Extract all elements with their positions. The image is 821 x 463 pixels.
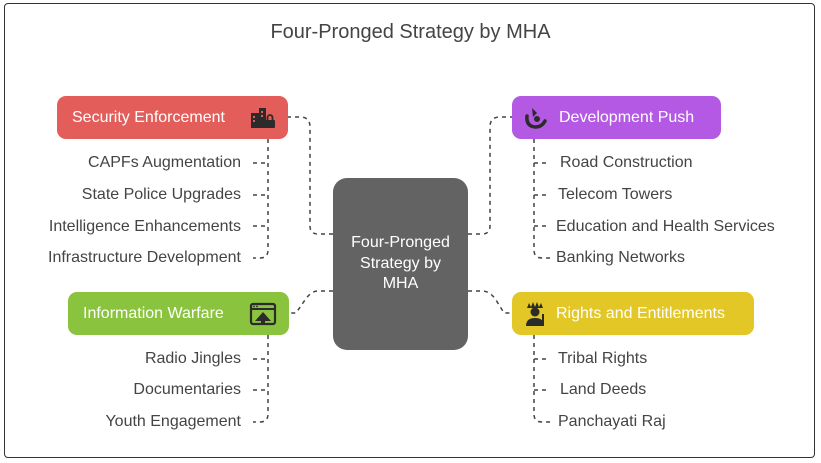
information-warfare-label: Information Warfare bbox=[83, 304, 224, 322]
security-enforcement-label: Security Enforcement bbox=[72, 108, 225, 126]
rights-entitlements-node: Rights and Entitlements bbox=[512, 292, 754, 335]
rights-item: Land Deeds bbox=[560, 381, 647, 398]
security-enforcement-node: Security Enforcement bbox=[57, 96, 288, 139]
diagram-frame bbox=[4, 3, 815, 458]
development-item: Telecom Towers bbox=[558, 186, 673, 203]
security-item: Intelligence Enhancements bbox=[48, 218, 241, 235]
security-item: State Police Upgrades bbox=[81, 186, 241, 203]
center-node: Four-Pronged Strategy by MHA bbox=[333, 178, 468, 350]
development-push-node: Development Push bbox=[512, 96, 721, 139]
development-item: Banking Networks bbox=[556, 249, 685, 266]
security-item: CAPFs Augmentation bbox=[88, 154, 241, 171]
development-item: Education and Health Services bbox=[556, 218, 775, 235]
security-item: Infrastructure Development bbox=[48, 249, 241, 266]
center-label: Four-Pronged Strategy by MHA bbox=[351, 233, 450, 293]
development-item: Road Construction bbox=[560, 154, 693, 171]
information-item: Youth Engagement bbox=[105, 413, 241, 430]
information-item: Documentaries bbox=[133, 381, 241, 398]
growth-hand-icon bbox=[525, 108, 547, 129]
tribal-person-icon bbox=[526, 302, 544, 326]
development-push-label: Development Push bbox=[559, 108, 695, 126]
rights-item: Tribal Rights bbox=[558, 350, 648, 367]
information-warfare-node: Information Warfare bbox=[68, 292, 289, 335]
broadcast-screen-icon bbox=[249, 302, 277, 326]
diagram-title: Four-Pronged Strategy by MHA bbox=[270, 21, 551, 43]
city-lock-icon bbox=[251, 108, 275, 128]
information-item: Radio Jingles bbox=[144, 350, 241, 367]
rights-item: Panchayati Raj bbox=[558, 413, 666, 430]
rights-entitlements-label: Rights and Entitlements bbox=[556, 304, 725, 322]
